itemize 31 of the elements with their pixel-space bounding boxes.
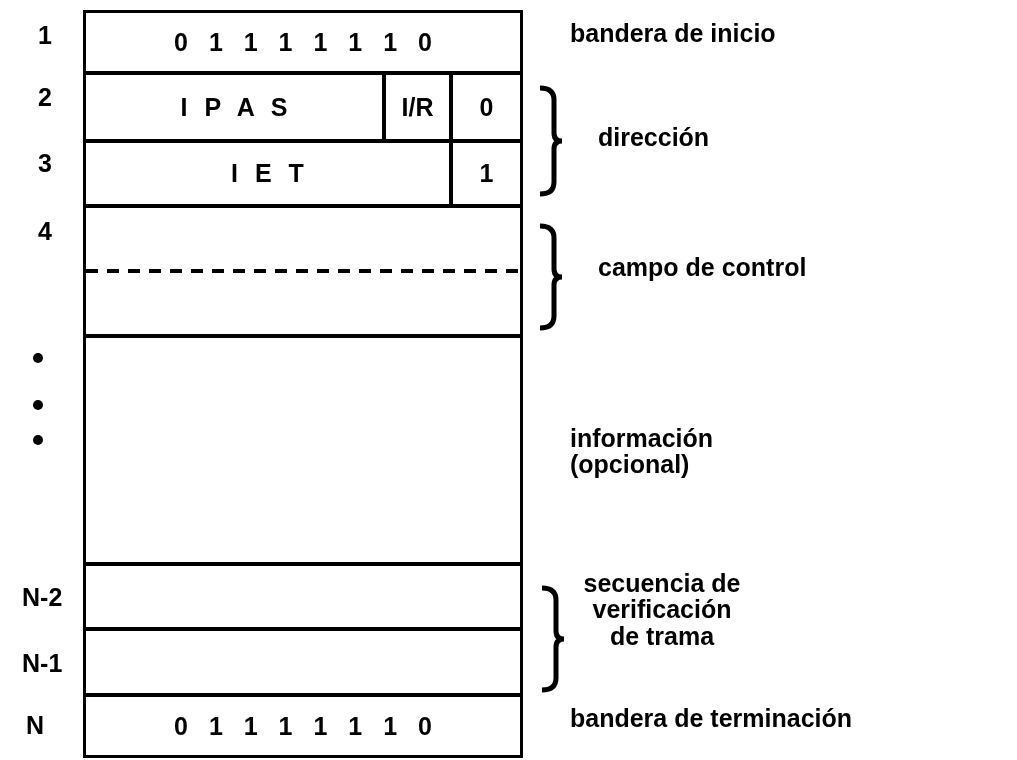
frame-field [450,140,523,207]
field-name: información (opcional) [570,425,715,478]
field-name: campo de control [598,254,807,281]
row-number: 1 [38,22,52,49]
row-number: N-2 [22,584,63,611]
row-number: N-1 [22,650,63,677]
frame-field [83,140,452,207]
frame-field [83,335,523,565]
frame-field [83,10,523,74]
field-label: I/R [401,92,434,122]
frame-field [83,205,523,337]
row-number: 4 [38,218,52,245]
frame-field [83,628,523,696]
bit-pattern: 0 1 1 1 1 1 1 0 [174,711,432,741]
row-number: 3 [38,150,52,177]
bit-pattern: 0 [479,92,494,122]
field-label: I E T [231,159,304,188]
row-number: 2 [38,84,52,111]
field-name: bandera de inicio [570,20,776,47]
field-label: I P A S [180,92,288,122]
field-name: secuencia de verificación de trama [582,570,742,649]
bit-pattern: 0 1 1 1 1 1 1 0 [174,27,432,57]
frame-field [383,72,452,142]
frame-field [450,72,523,142]
row-number: N [26,712,45,739]
frame-field [83,72,385,142]
frame-field [83,694,523,758]
field-name: dirección [598,124,710,151]
bit-pattern: 1 [479,159,494,188]
field-name: bandera de terminación [570,705,853,732]
frame-field [83,563,523,630]
